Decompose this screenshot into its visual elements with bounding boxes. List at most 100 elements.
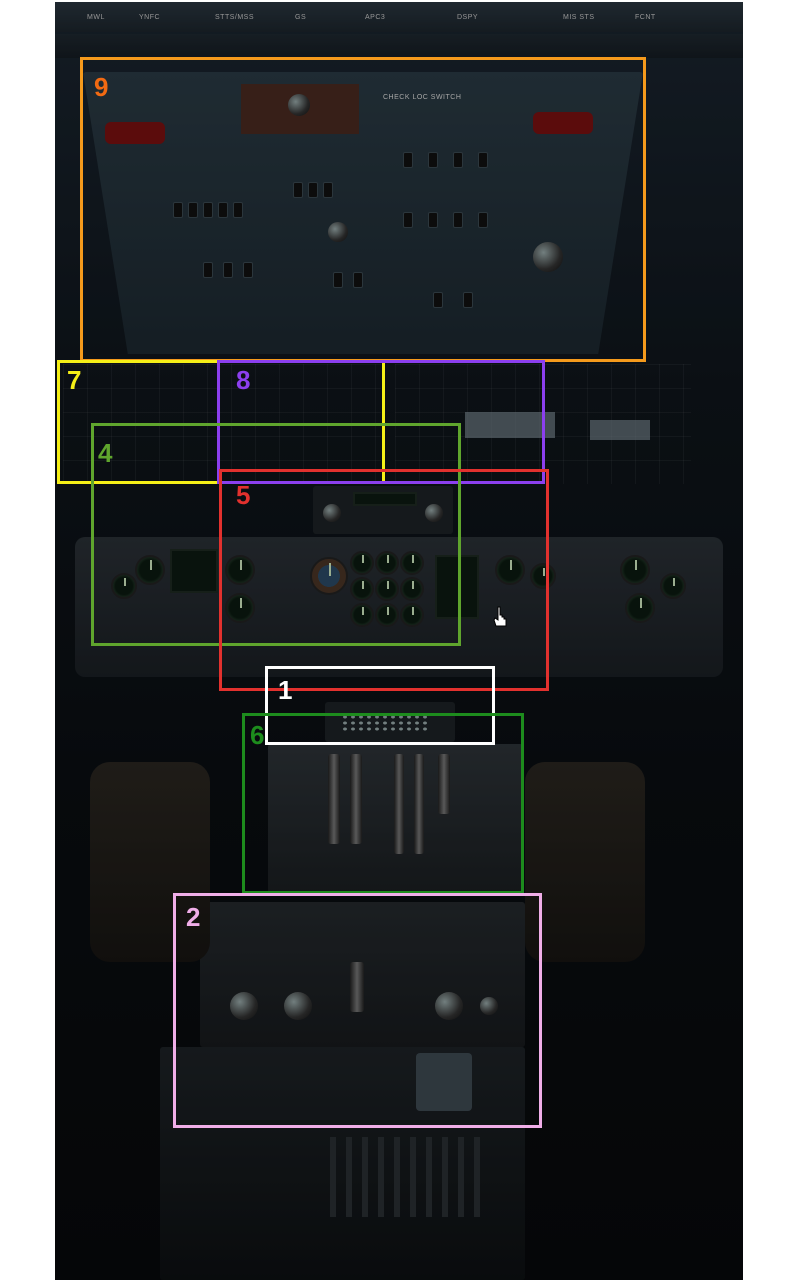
overhead-placard: CHECK LOC SWITCH [383, 94, 462, 101]
overhead-switch[interactable] [403, 152, 413, 168]
dim-overlay [55, 2, 743, 1280]
first-officer-seat [525, 762, 645, 962]
ap-knob[interactable] [323, 504, 341, 522]
gauge-right-3 [620, 555, 650, 585]
condition-lever-right[interactable] [414, 754, 424, 854]
region-label-4: 4 [98, 438, 113, 468]
overhead-switch[interactable] [233, 202, 243, 218]
region-label-2: 2 [186, 902, 201, 932]
region-box-9 [80, 57, 646, 362]
gauge-right-1 [495, 555, 525, 585]
right-display [435, 555, 479, 619]
engine-gauge [400, 577, 424, 601]
header-label: GS [295, 14, 307, 21]
gauge-right-4 [625, 593, 655, 623]
gauge-left-4 [225, 593, 255, 623]
region-label-6: 6 [250, 720, 265, 750]
power-lever-left[interactable] [328, 754, 340, 844]
ap-display [353, 492, 417, 506]
overhead-knob[interactable] [533, 242, 563, 272]
fmc-keypad[interactable] [341, 714, 431, 732]
overhead-switch[interactable] [478, 212, 488, 228]
region-label-1: 1 [278, 675, 293, 705]
overhead-switch[interactable] [203, 262, 213, 278]
engine-gauge [350, 577, 374, 601]
overhead-switch[interactable] [428, 152, 438, 168]
power-lever-right[interactable] [350, 754, 362, 844]
ap-knob[interactable] [425, 504, 443, 522]
region-box-8 [217, 360, 545, 484]
radio-knob[interactable] [480, 997, 498, 1015]
attitude-indicator [310, 557, 348, 595]
region-label-5: 5 [236, 480, 251, 510]
overhead-switch[interactable] [333, 272, 343, 288]
gauge-right-5 [660, 573, 686, 599]
breaker-array [330, 1137, 490, 1217]
region-box-1 [265, 666, 495, 745]
overhead-switch[interactable] [453, 212, 463, 228]
overhead-switch[interactable] [463, 292, 473, 308]
engine-gauge [375, 551, 399, 575]
radio-knob[interactable] [230, 992, 258, 1020]
overhead-switch[interactable] [223, 262, 233, 278]
overhead-switch[interactable] [353, 272, 363, 288]
engine-gauge [400, 551, 424, 575]
ecs-panel [416, 1053, 472, 1111]
radio-panel [200, 902, 525, 1047]
overhead-switch[interactable] [243, 262, 253, 278]
radio-knob[interactable] [284, 992, 312, 1020]
overhead-switch[interactable] [188, 202, 198, 218]
radio-knob[interactable] [435, 992, 463, 1020]
overhead-knob[interactable] [328, 222, 348, 242]
fmc-panel [325, 702, 455, 742]
throttle-quadrant [268, 744, 523, 894]
header-label: STTS/MSS [215, 14, 255, 21]
terminal-building [465, 412, 555, 438]
gauge-left-1 [111, 573, 137, 599]
overhead-knob[interactable] [288, 94, 310, 116]
engine-gauge [375, 603, 399, 627]
overhead-switch[interactable] [433, 292, 443, 308]
overhead-panel: CHECK LOC SWITCH [83, 72, 643, 354]
region-box-6 [242, 713, 524, 894]
header-label: APC3 [365, 14, 386, 21]
overhead-switch[interactable] [453, 152, 463, 168]
lower-pedestal [160, 1047, 525, 1280]
region-label-7: 7 [67, 365, 82, 395]
engine-gauge [350, 551, 374, 575]
region-label-8: 8 [236, 365, 251, 395]
overhead-switch[interactable] [323, 182, 333, 198]
captain-seat [90, 762, 210, 962]
fire-handle-right[interactable] [533, 112, 593, 134]
header-strip-lower [55, 34, 743, 58]
overhead-switch[interactable] [218, 202, 228, 218]
region-label-9: 9 [94, 72, 109, 102]
header-label: MWL [87, 14, 105, 21]
region-box-5 [219, 469, 549, 691]
overhead-switch[interactable] [293, 182, 303, 198]
fire-handle-left[interactable] [105, 122, 165, 144]
condition-lever-left[interactable] [394, 754, 404, 854]
overhead-switch[interactable] [203, 202, 213, 218]
header-label: MIS STS [563, 14, 595, 21]
engine-gauge [400, 603, 424, 627]
region-box-4 [91, 423, 461, 646]
overhead-switch[interactable] [478, 152, 488, 168]
gauge-left-3 [225, 555, 255, 585]
hand-pointer-icon [493, 606, 507, 627]
gauge-right-2 [530, 563, 556, 589]
region-box-2 [173, 893, 542, 1128]
autopilot-panel [313, 486, 453, 534]
engine-gauge [375, 577, 399, 601]
gauge-left-2 [135, 555, 165, 585]
overhead-switch[interactable] [173, 202, 183, 218]
flap-lever[interactable] [438, 754, 450, 814]
overhead-switch[interactable] [428, 212, 438, 228]
header-label: FCNT [635, 14, 656, 21]
overhead-switch[interactable] [308, 182, 318, 198]
left-display [170, 549, 218, 593]
engine-gauge [350, 603, 374, 627]
terminal-building [590, 420, 650, 440]
trim-wheel[interactable] [350, 962, 364, 1012]
overhead-switch[interactable] [403, 212, 413, 228]
